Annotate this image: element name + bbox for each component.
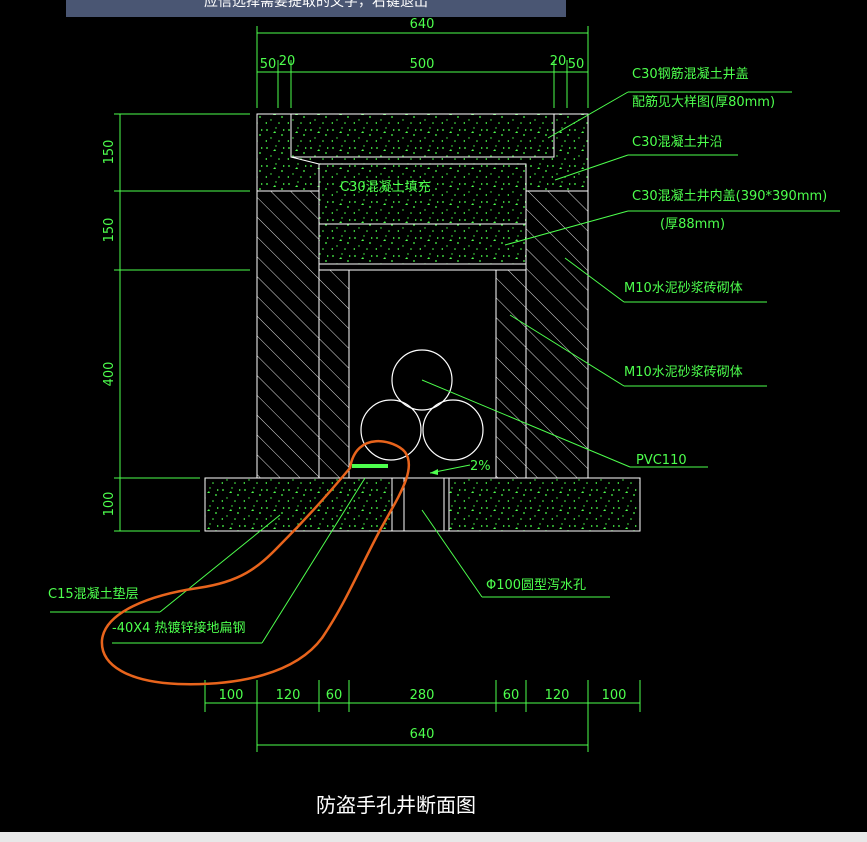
- outer-wall-right: [525, 190, 589, 479]
- dim-bottom-total: 640: [410, 727, 435, 742]
- dim-bottom-2: 120: [276, 688, 301, 703]
- tooltip-bar: 应信选择需要提取的文字，右键退出: [66, 0, 566, 17]
- base-cushion: [204, 477, 641, 532]
- dim-bottom-4: 280: [410, 688, 435, 703]
- label-drain: Φ100圆型泻水孔: [486, 578, 586, 593]
- inner-cover: [318, 223, 527, 271]
- label-steel: -40X4 热镀锌接地扁钢: [112, 620, 246, 636]
- label-rim: C30混凝土井沿: [632, 134, 723, 150]
- label-fill: C30混凝土填充: [340, 179, 431, 195]
- label-pvc: PVC110: [636, 453, 687, 468]
- inner-wall-left: [318, 269, 350, 479]
- leader-lines: [50, 91, 840, 644]
- label-cover-b: 配筋见大样图(厚80mm): [632, 94, 775, 110]
- label-masonry-2: M10水泥砂浆砖砌体: [624, 365, 743, 380]
- outer-wall-left: [256, 190, 320, 479]
- dim-top-1: 50: [260, 57, 277, 72]
- drawing-title: 防盗手孔井断面图: [316, 793, 476, 817]
- label-masonry-1: M10水泥砂浆砖砌体: [624, 281, 743, 296]
- bottom-dimensions: [204, 680, 641, 752]
- left-dimensions: [114, 113, 250, 532]
- dim-left-1: 150: [102, 140, 117, 165]
- dim-top-total: 640: [410, 17, 435, 32]
- grounding-steel: [352, 464, 388, 468]
- dim-top-4: 20: [550, 54, 567, 69]
- top-dimensions: [256, 26, 589, 108]
- dim-bottom-1: 100: [219, 688, 244, 703]
- well-cover: [290, 113, 555, 158]
- tooltip-text: 应信选择需要提取的文字，右键退出: [204, 0, 428, 10]
- slope-label: 2%: [470, 459, 491, 474]
- dim-top-2: 20: [279, 54, 296, 69]
- dim-top-5: 50: [568, 57, 585, 72]
- dim-left-2: 150: [102, 218, 117, 243]
- inner-wall-right: [495, 269, 527, 479]
- dim-bottom-7: 100: [602, 688, 627, 703]
- dim-bottom-3: 60: [326, 688, 343, 703]
- concrete-fill: [318, 163, 527, 225]
- dim-left-4: 100: [102, 492, 117, 517]
- bottom-scrollbar[interactable]: [0, 832, 867, 842]
- pvc-pipes: [360, 349, 484, 461]
- slope-arrow: 2%: [429, 459, 491, 475]
- dim-bottom-6: 120: [545, 688, 570, 703]
- label-cover-a: C30钢筋混凝土井盖: [632, 66, 749, 82]
- dim-top-3: 500: [410, 57, 435, 72]
- label-inner-a: C30混凝土井内盖(390*390mm): [632, 188, 827, 204]
- dim-left-3: 400: [102, 362, 117, 387]
- dim-bottom-5: 60: [503, 688, 520, 703]
- annotation-loop: [100, 440, 411, 686]
- label-cushion: C15混凝土垫层: [48, 586, 139, 602]
- label-inner-b: (厚88mm): [660, 217, 725, 232]
